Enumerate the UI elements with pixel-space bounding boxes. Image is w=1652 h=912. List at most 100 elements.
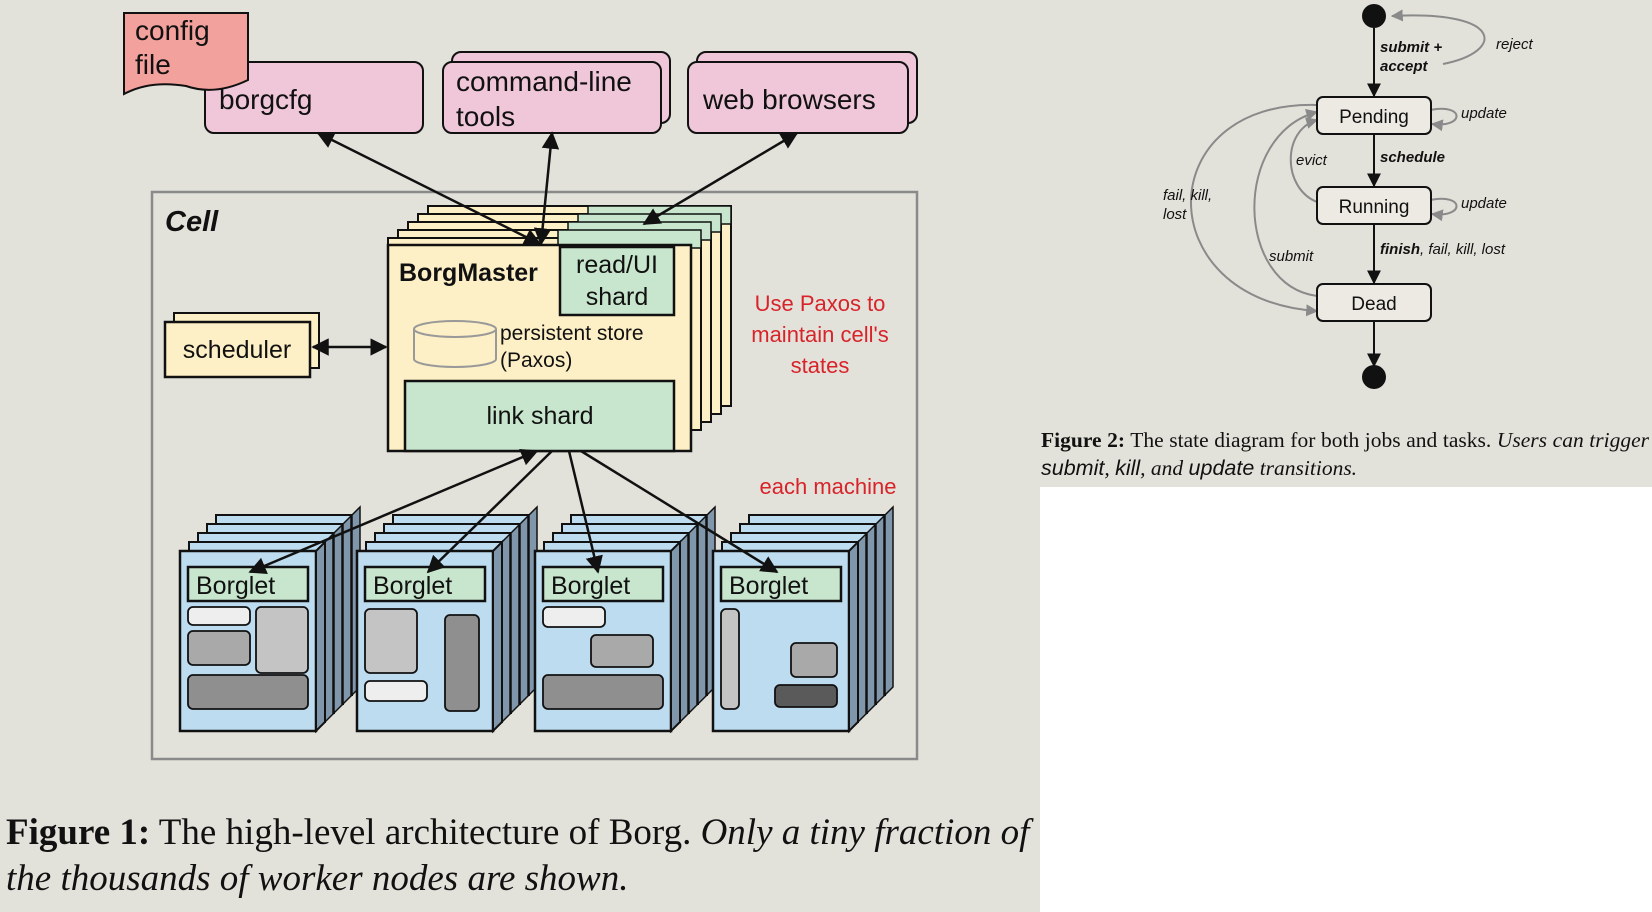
borgcfg-label: borgcfg xyxy=(219,84,312,115)
borgmaster-title: BorgMaster xyxy=(399,259,538,287)
transition-evict xyxy=(1289,117,1319,203)
state-diagram: Pending Running Dead submit + accept rej… xyxy=(1163,4,1534,389)
borglet-machines: Borglet Borglet Borglet Borglet xyxy=(178,505,894,734)
state-dead xyxy=(1316,283,1432,322)
label-submit-accept-line1: submit + xyxy=(1380,39,1442,56)
label-reject: reject xyxy=(1496,36,1534,53)
figure1-caption-text: The high-level architecture of Borg. xyxy=(150,812,701,853)
label-finish-rest: , fail, kill, lost xyxy=(1420,241,1506,258)
borglet-task-block xyxy=(364,608,418,674)
config-file-box: config file xyxy=(123,12,249,96)
each-machine-note: each machine xyxy=(760,474,897,499)
link-shard-label: link shard xyxy=(487,402,594,430)
borglet-machine: Borglet xyxy=(355,505,538,734)
paxos-note-line1: Use Paxos to xyxy=(755,291,886,316)
figure2-caption-comma: , xyxy=(1104,456,1116,480)
borglet-task-block xyxy=(720,608,740,710)
borgcfg-box: borgcfg xyxy=(204,61,424,134)
label-finish: finish xyxy=(1380,241,1420,258)
transition-fail-kill-lost xyxy=(1190,103,1319,317)
borglet-task-block xyxy=(255,606,309,674)
state-running-label: Running xyxy=(1339,197,1410,218)
arrow-browsers-borgmaster xyxy=(642,131,799,226)
borglet-label-box xyxy=(541,565,665,603)
borglet-task-block xyxy=(187,606,251,626)
borglet-machine: Borglet xyxy=(711,505,894,734)
web-browsers-box: web browsers xyxy=(687,51,918,134)
transition-update-running xyxy=(1429,197,1458,222)
config-file-label-line2: file xyxy=(135,49,171,80)
borglet-machine: Borglet xyxy=(178,505,361,734)
arrow-cli-borgmaster xyxy=(533,131,560,246)
command-line-label-line1: command-line xyxy=(456,66,632,97)
borglet-label: Borglet xyxy=(551,572,630,600)
figure2-caption-submit: submit xyxy=(1041,456,1105,480)
paxos-note-line3: states xyxy=(791,353,850,378)
scheduler-box: scheduler xyxy=(163,312,320,379)
borglet-label: Borglet xyxy=(729,572,808,600)
figure2-caption-text: The state diagram for both jobs and task… xyxy=(1125,428,1497,452)
label-update-pending: update xyxy=(1461,105,1507,122)
arrow-borgmaster-borglet-1 xyxy=(248,449,539,574)
borglet-label-box xyxy=(719,565,843,603)
figure2-caption-update: update xyxy=(1188,456,1255,480)
persistent-store-line2: (Paxos) xyxy=(500,349,572,372)
borglet-task-block xyxy=(187,630,251,666)
command-line-label-line2: tools xyxy=(456,101,515,132)
label-submit: submit xyxy=(1269,248,1314,265)
transition-reject xyxy=(1390,9,1486,65)
label-fail-kill-lost-line2: lost xyxy=(1163,206,1187,223)
borglet-task-block xyxy=(774,684,838,708)
label-submit-accept-line2: accept xyxy=(1380,58,1429,75)
state-dead-label: Dead xyxy=(1351,294,1396,315)
label-fail-kill-lost-line1: fail, kill, xyxy=(1163,187,1212,204)
figure2-panel xyxy=(1040,0,1652,487)
arrow-borgmaster-borglet-3 xyxy=(567,450,603,574)
figure2-caption-label: Figure 2: xyxy=(1041,428,1126,452)
figure2-caption-italic-a: Users can trigger xyxy=(1496,428,1650,452)
start-node xyxy=(1362,4,1386,28)
arrow-borgmaster-borglet-4 xyxy=(580,449,779,574)
figure2-caption-and: , and xyxy=(1140,456,1189,480)
borglet-task-block xyxy=(542,606,606,628)
state-running xyxy=(1316,186,1432,225)
read-ui-shard-line2: shard xyxy=(586,283,649,311)
label-update-running: update xyxy=(1461,195,1507,212)
borglet-task-block xyxy=(790,642,838,678)
web-browsers-label: web browsers xyxy=(702,84,876,115)
persistent-store-line1: persistent store xyxy=(500,322,644,345)
borglet-task-block xyxy=(364,680,428,702)
figure1-caption-label: Figure 1: xyxy=(6,812,151,853)
state-pending xyxy=(1316,96,1432,135)
figure2-caption-italic-b: transitions. xyxy=(1254,456,1358,480)
command-line-tools-box: command-line tools xyxy=(442,51,671,134)
borglet-task-block xyxy=(590,634,654,668)
end-node xyxy=(1362,365,1386,389)
label-finish-fail-kill-lost: finish, fail, kill, lost xyxy=(1380,241,1506,258)
database-icon xyxy=(413,320,497,368)
transition-submit xyxy=(1253,109,1319,297)
cell-label: Cell xyxy=(165,206,219,238)
arrow-borgcfg-borgmaster xyxy=(316,131,542,246)
borglet-machine: Borglet xyxy=(533,505,716,734)
figure2-caption-kill: kill xyxy=(1115,456,1141,480)
label-evict: evict xyxy=(1296,152,1328,169)
figure1-caption: Figure 1: The high-level architecture of… xyxy=(6,810,1036,902)
borglet-task-block xyxy=(187,674,309,710)
borgmaster-box: BorgMaster read/UI shard persistent stor… xyxy=(386,243,693,453)
read-ui-shard-line1: read/UI xyxy=(576,251,658,279)
transition-update-pending xyxy=(1429,107,1458,132)
figure2-caption: Figure 2: The state diagram for both job… xyxy=(1041,426,1649,482)
link-shard-box xyxy=(403,379,676,453)
borglet-task-block xyxy=(542,674,664,710)
figure1-caption-italic: Only a tiny fraction of the thousands of… xyxy=(6,812,1030,899)
state-pending-label: Pending xyxy=(1339,107,1409,128)
read-ui-shard-box xyxy=(558,245,676,317)
config-file-label-line1: config xyxy=(135,15,210,46)
paxos-note-line2: maintain cell's xyxy=(751,322,888,347)
borglet-task-block xyxy=(444,614,480,712)
figure1-arrows xyxy=(248,131,799,574)
scheduler-label: scheduler xyxy=(183,336,291,364)
borglet-label: Borglet xyxy=(196,572,275,600)
